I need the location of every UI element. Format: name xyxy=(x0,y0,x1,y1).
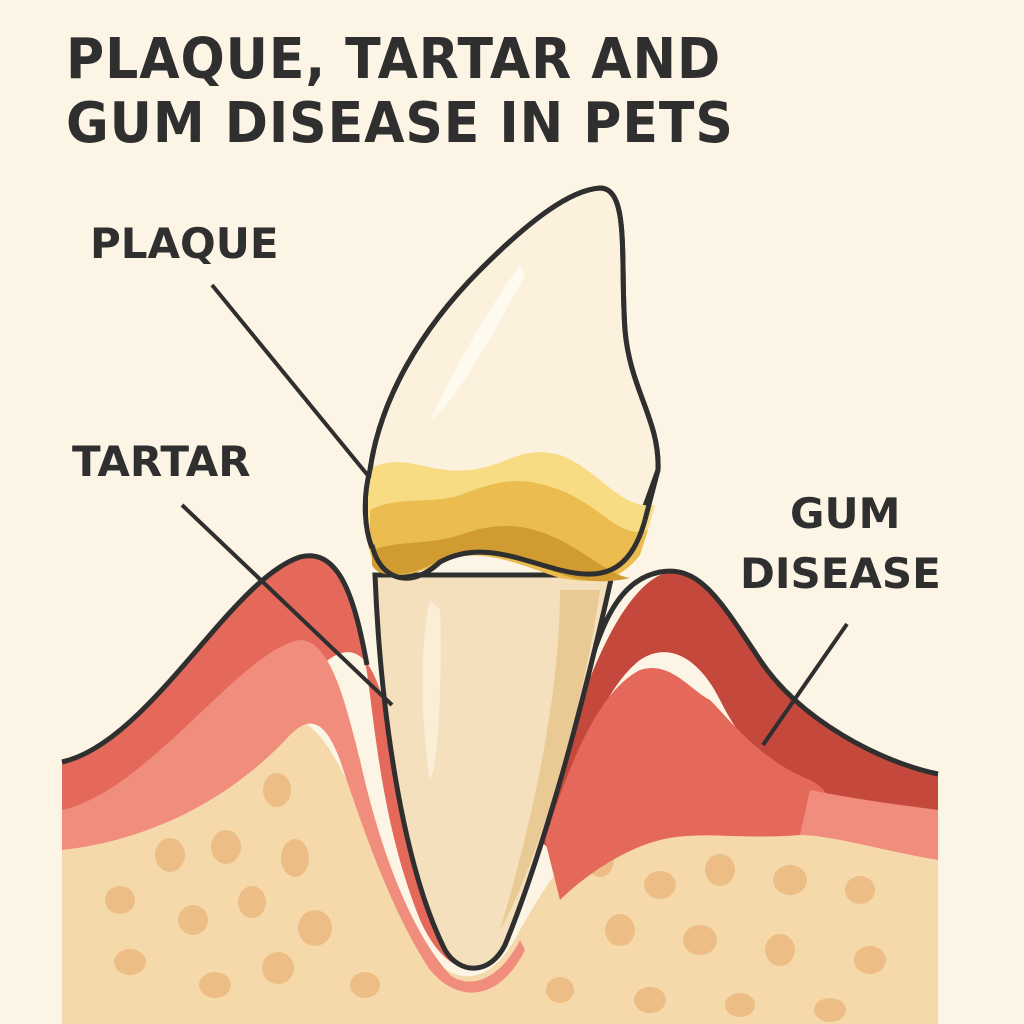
diagram-title: PLAQUE, TARTAR AND GUM DISEASE IN PETS xyxy=(66,28,734,156)
title-line-1: PLAQUE, TARTAR AND xyxy=(66,27,722,92)
gum-outline-right xyxy=(577,568,939,777)
inflamed-gum-swelling xyxy=(545,667,832,900)
healthy-gum-inner xyxy=(62,640,525,993)
gum-disease-leader-line xyxy=(761,622,849,747)
gum-outline-left xyxy=(61,553,370,765)
crown-highlight xyxy=(430,265,525,420)
inflamed-gum xyxy=(540,571,938,850)
root-shadow xyxy=(500,590,600,930)
label-gum-disease-line-2: DISEASE xyxy=(740,549,941,598)
label-plaque: PLAQUE xyxy=(90,219,279,268)
crown-outline xyxy=(367,185,661,521)
bone-dots xyxy=(105,773,886,1022)
gum-recession xyxy=(800,790,938,860)
title-line-2: GUM DISEASE IN PETS xyxy=(66,91,734,156)
label-gum-disease-line-1: GUM xyxy=(790,489,901,538)
gumline-outline xyxy=(369,519,648,581)
root-highlight xyxy=(422,600,441,780)
label-tartar: TARTAR xyxy=(72,437,251,486)
tartar-leader-line xyxy=(180,503,394,707)
plaque-leader-line xyxy=(210,283,372,480)
